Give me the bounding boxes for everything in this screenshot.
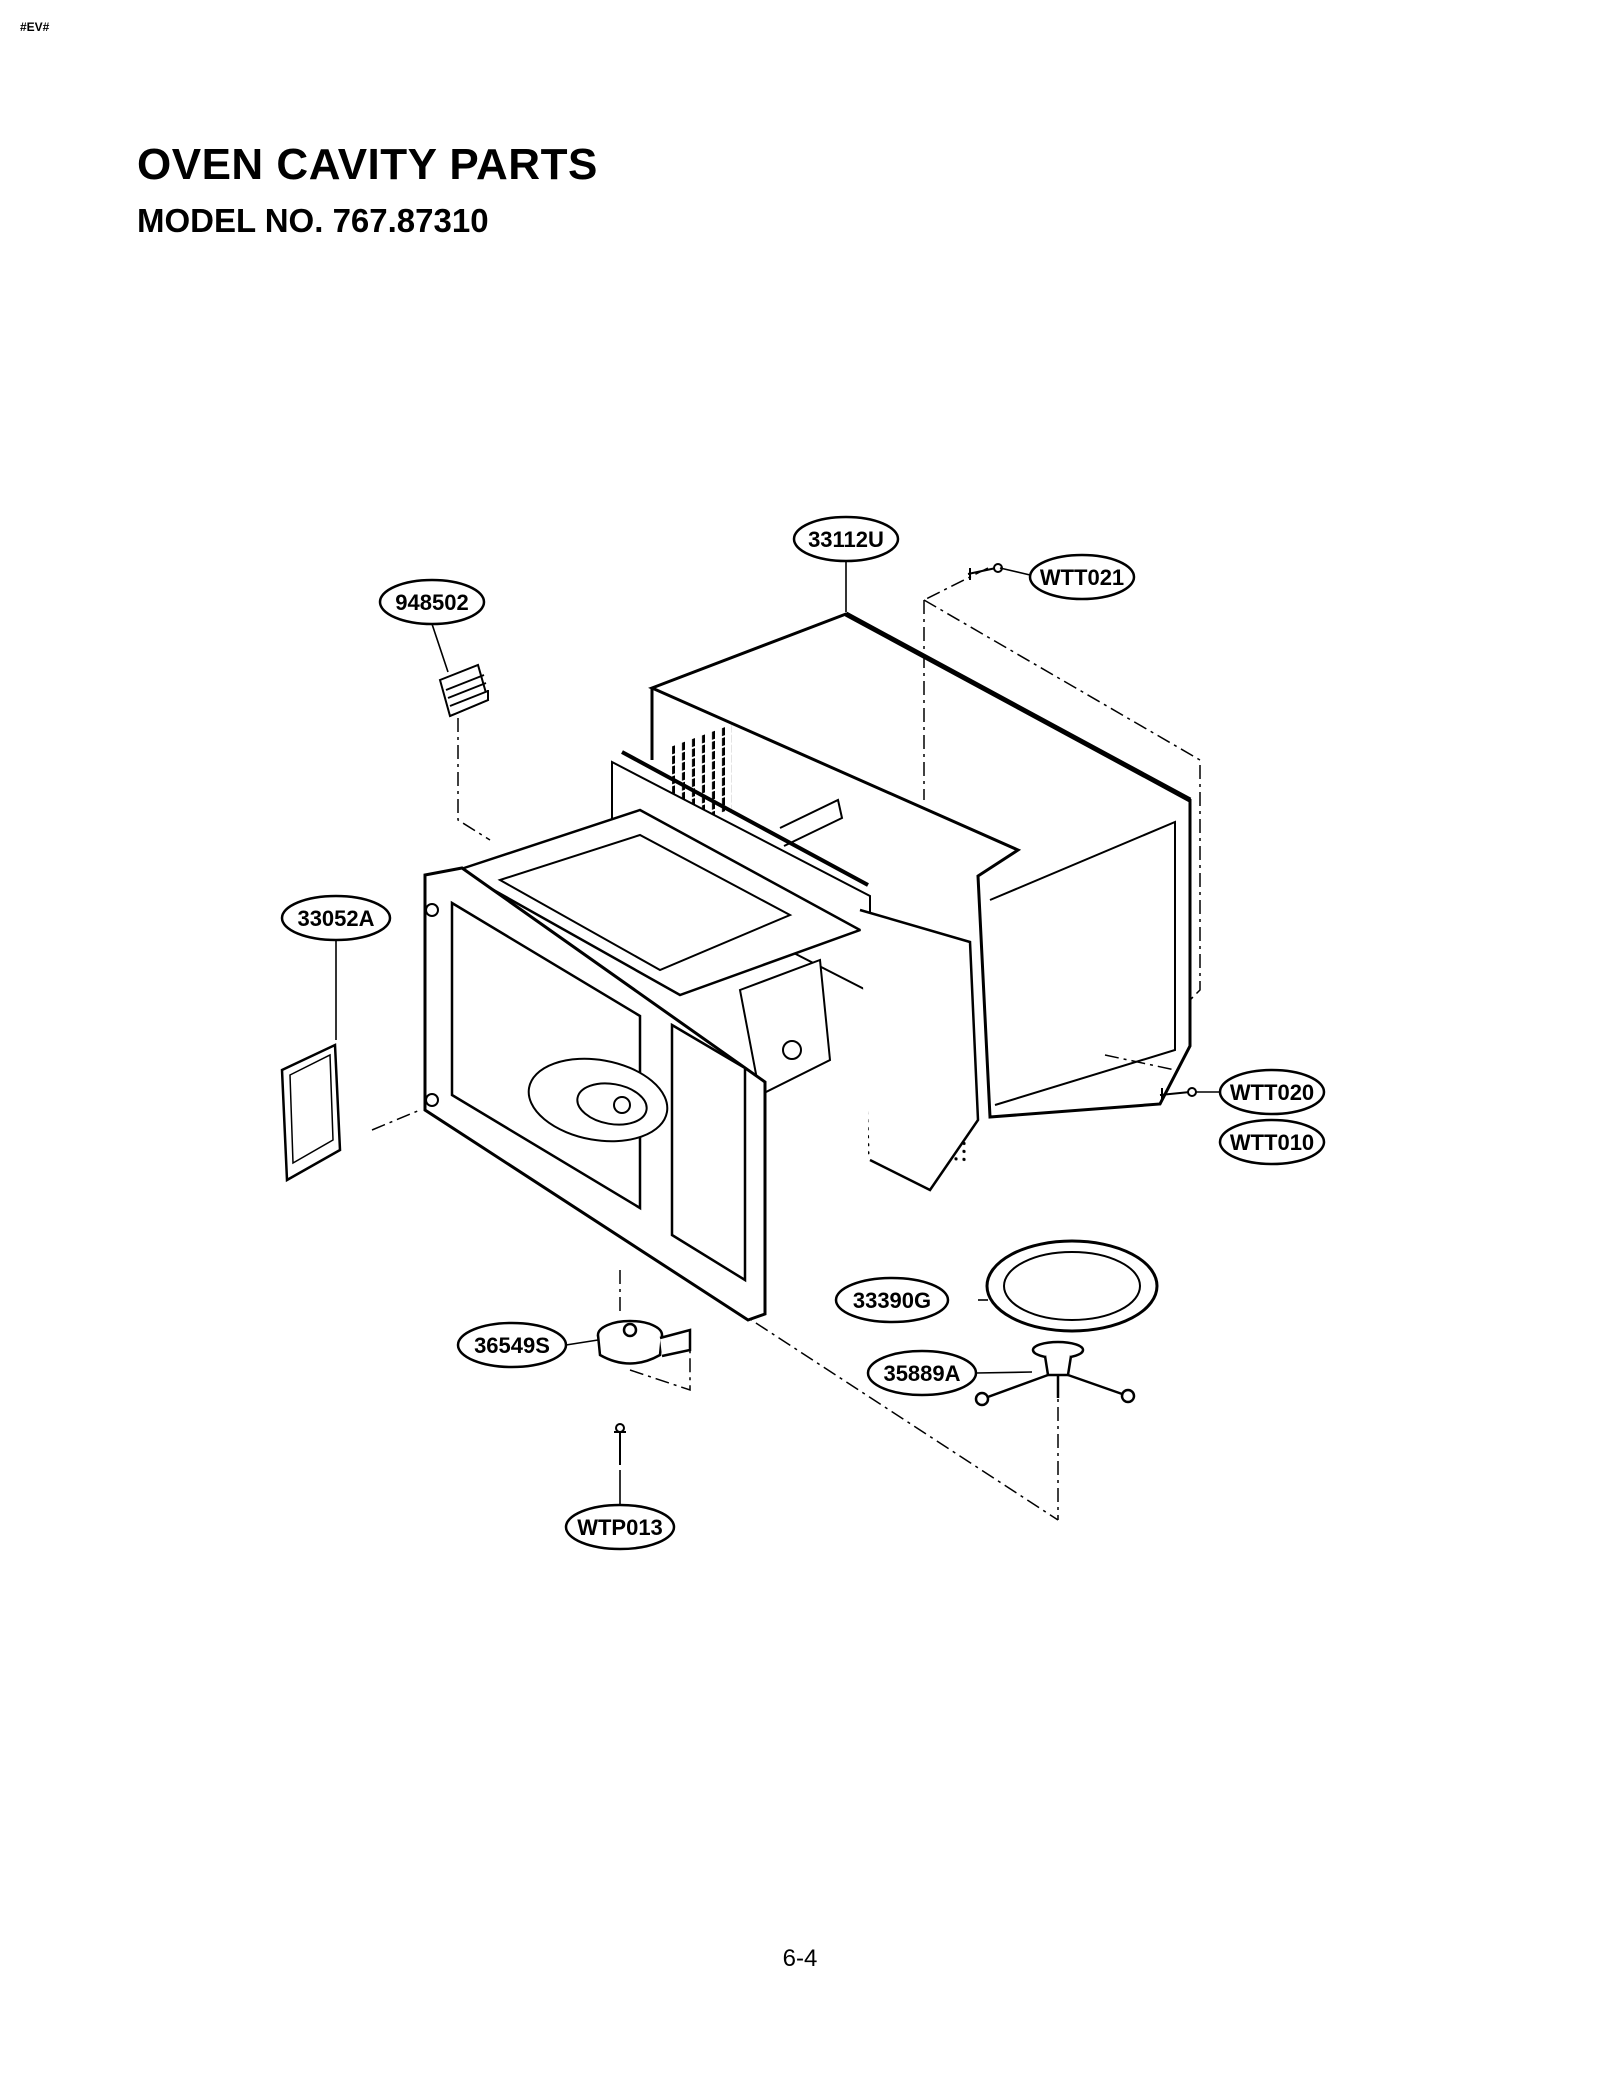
- oven-cavity: [454, 750, 980, 1192]
- page-number: 6-4: [782, 1945, 818, 1972]
- svg-text:36549S: 36549S: [474, 1333, 550, 1358]
- callout-WTP013: WTP013: [564, 1503, 676, 1551]
- callout-WTT020: WTT020: [1218, 1068, 1326, 1116]
- model-number: MODEL NO. 767.87310: [137, 202, 489, 239]
- leader-lines: [335, 561, 1222, 1505]
- svg-text:35889A: 35889A: [883, 1361, 960, 1386]
- svg-text:WTP013: WTP013: [577, 1515, 663, 1540]
- svg-text:WTT021: WTT021: [1040, 565, 1124, 590]
- corner-tag: #EV#: [20, 20, 50, 34]
- assembly-guides: [371, 567, 1201, 1521]
- svg-text:WTT010: WTT010: [1230, 1130, 1314, 1155]
- callout-35889A: 35889A: [866, 1349, 978, 1397]
- part-948502-shape: [438, 663, 490, 718]
- callout-33052A: 33052A: [280, 894, 392, 942]
- svg-text:33052A: 33052A: [297, 906, 374, 931]
- part-33390G-shape: [985, 1239, 1159, 1333]
- callout-WTT021: WTT021: [1028, 553, 1136, 601]
- callout-33112U: 33112U: [792, 515, 900, 563]
- svg-text:33390G: 33390G: [853, 1288, 931, 1313]
- screw-icons: [614, 563, 1197, 1465]
- callout-948502: 948502: [378, 578, 486, 626]
- callout-33390G: 33390G: [834, 1276, 950, 1324]
- callout-WTT010: WTT010: [1218, 1118, 1326, 1166]
- callout-36549S: 36549S: [456, 1321, 568, 1369]
- svg-text:WTT020: WTT020: [1230, 1080, 1314, 1105]
- part-36549S-shape: [596, 1319, 692, 1365]
- part-33052A-shape: [280, 1043, 342, 1183]
- part-35889A-shape: [974, 1340, 1136, 1407]
- front-frame: [423, 866, 767, 1322]
- page-title: OVEN CAVITY PARTS: [137, 140, 598, 189]
- svg-text:33112U: 33112U: [808, 527, 884, 552]
- svg-text:948502: 948502: [395, 590, 468, 615]
